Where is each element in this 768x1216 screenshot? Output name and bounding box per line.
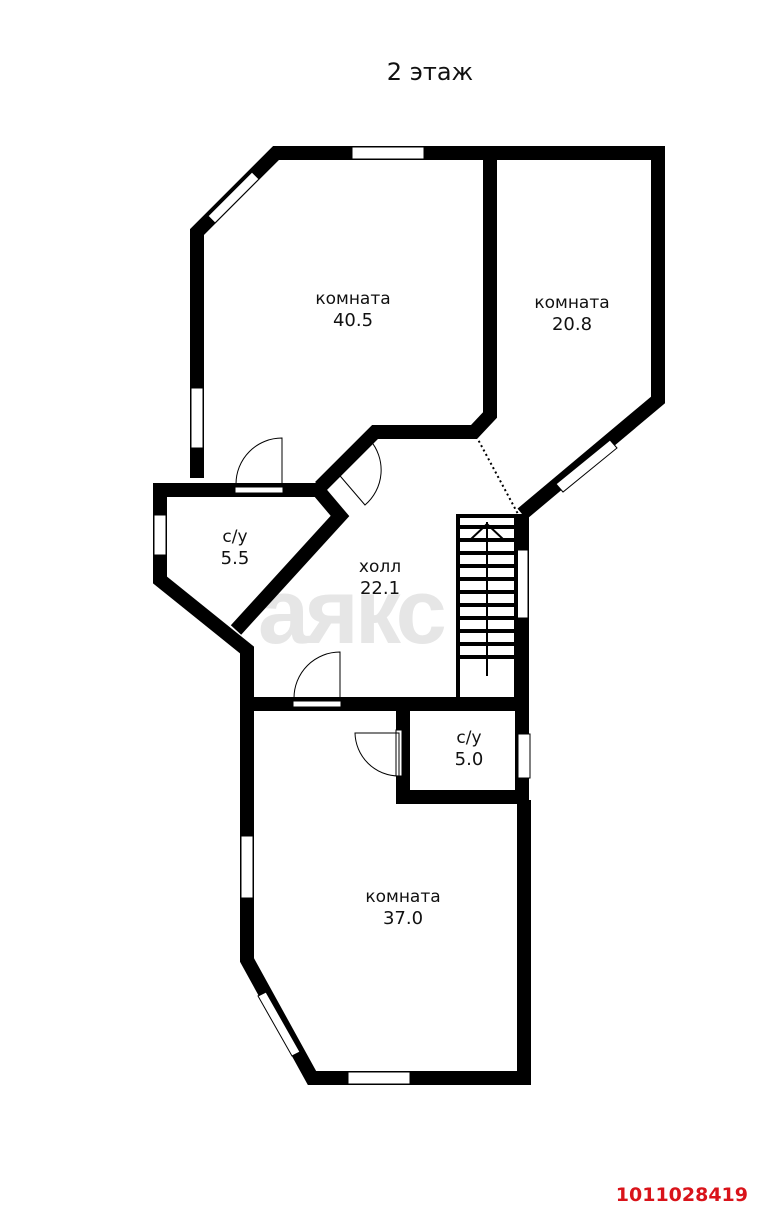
window [555,439,618,493]
window [347,1071,411,1085]
wall-wc1 [153,483,254,700]
window [517,733,531,779]
wall-wc2 [396,704,524,804]
window [257,991,301,1057]
window [207,171,260,224]
window [351,146,425,160]
staircase [456,514,518,704]
floor-title: 2 этаж [386,58,474,86]
listing-id: 1011028419 [615,1184,748,1206]
window [153,514,167,556]
window [190,387,204,449]
wall-outer-upper [190,146,665,520]
window [240,835,254,899]
